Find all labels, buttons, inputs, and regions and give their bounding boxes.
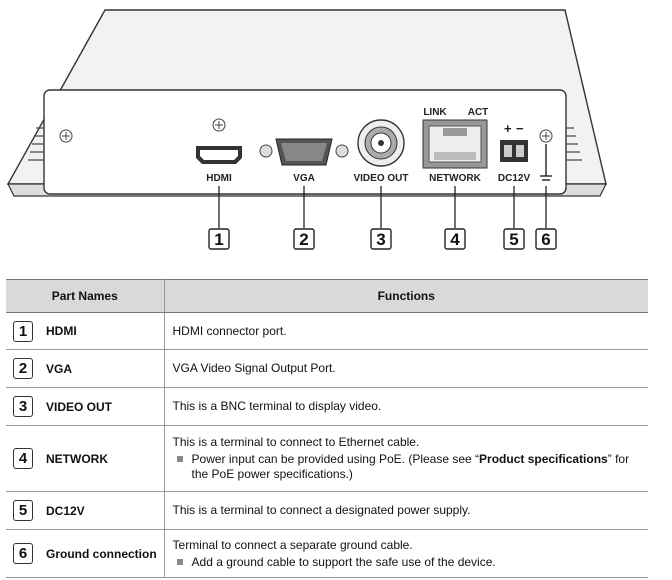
port-label-network: NETWORK (429, 173, 481, 184)
part-function: HDMI connector port. (164, 312, 648, 350)
bnc-port-icon (357, 119, 405, 167)
number-badge: 6 (535, 228, 557, 250)
dc-terminal-icon (500, 140, 528, 162)
row-number-badge: 4 (13, 448, 33, 469)
part-name: NETWORK (40, 425, 165, 492)
part-function: Terminal to connect a separate ground ca… (172, 537, 413, 552)
screw-icon (539, 129, 553, 143)
port-label-dc12v: DC12V (498, 173, 531, 184)
part-function: This is a terminal to connect a designat… (164, 491, 648, 530)
note-text: Add a ground cable to support the safe u… (191, 554, 496, 569)
part-name: Ground connection (40, 529, 165, 578)
port-label-vga: VGA (293, 173, 315, 184)
part-function: This is a terminal to connect to Etherne… (172, 435, 420, 449)
vga-port-icon (259, 138, 349, 166)
badge-number: 1 (214, 230, 223, 249)
device-rear-diagram: + − HDMI VGA VIDEO OUT NETWORK DC12V LIN… (6, 9, 607, 250)
number-badge: 4 (444, 228, 466, 250)
table-row: 2 VGA VGA Video Signal Output Port. (6, 349, 648, 388)
part-function: VGA Video Signal Output Port. (164, 349, 648, 388)
hdmi-port-icon (196, 146, 242, 164)
note-text-bold: Product specifications (479, 452, 608, 466)
table-row: 3 VIDEO OUT This is a BNC terminal to di… (6, 387, 648, 426)
table-row: 5 DC12V This is a terminal to connect a … (6, 491, 648, 530)
polarity-minus: − (516, 121, 524, 136)
row-number-badge: 6 (13, 543, 33, 564)
number-badge: 5 (503, 228, 525, 250)
note-text-post: ” for the PoE power specifications.) (191, 452, 630, 481)
table-row: 1 HDMI HDMI connector port. (6, 312, 648, 350)
screw-icon (59, 129, 73, 143)
ethernet-port-icon (422, 119, 488, 169)
part-function: This is a BNC terminal to display video. (164, 387, 648, 426)
port-label-hdmi: HDMI (206, 173, 232, 184)
badge-number: 4 (450, 230, 460, 249)
badge-number: 6 (541, 230, 550, 249)
led-label-link: LINK (423, 107, 447, 118)
part-name: VIDEO OUT (40, 387, 165, 426)
note-text-pre: Power input can be provided using PoE. (… (191, 452, 480, 466)
number-badge: 3 (370, 228, 392, 250)
header-part-names: Part Names (6, 279, 165, 313)
part-name: DC12V (40, 491, 165, 530)
part-name: HDMI (40, 312, 165, 350)
table-row: 4 NETWORK This is a terminal to connect … (6, 425, 648, 492)
note: Power input can be provided using PoE. (… (173, 452, 640, 482)
ground-icon (540, 144, 552, 181)
port-label-video-out: VIDEO OUT (353, 173, 408, 184)
note-bullet-icon (176, 558, 183, 565)
device-chassis (6, 9, 607, 197)
led-label-act: ACT (468, 107, 489, 118)
header-functions: Functions (164, 279, 648, 313)
badge-number: 5 (509, 230, 518, 249)
badge-number: 2 (299, 230, 308, 249)
row-number-badge: 2 (13, 358, 33, 379)
row-number-badge: 1 (13, 320, 33, 342)
number-badge: 2 (293, 228, 315, 250)
screw-icon (212, 118, 226, 132)
row-number-badge: 5 (13, 500, 33, 521)
note-bullet-icon (176, 456, 183, 462)
polarity-plus: + (504, 121, 512, 136)
part-name: VGA (40, 349, 165, 388)
badge-number: 3 (376, 230, 385, 249)
table-header-row: Part Names Functions (6, 279, 648, 313)
table-row: 6 Ground connection Terminal to connect … (6, 529, 648, 578)
number-badge: 1 (208, 228, 230, 250)
row-number-badge: 3 (13, 396, 33, 417)
parts-table: Part Names Functions 1 HDMI HDMI connect… (6, 279, 648, 578)
leader-lines (218, 186, 547, 228)
note: Add a ground cable to support the safe u… (173, 555, 640, 570)
